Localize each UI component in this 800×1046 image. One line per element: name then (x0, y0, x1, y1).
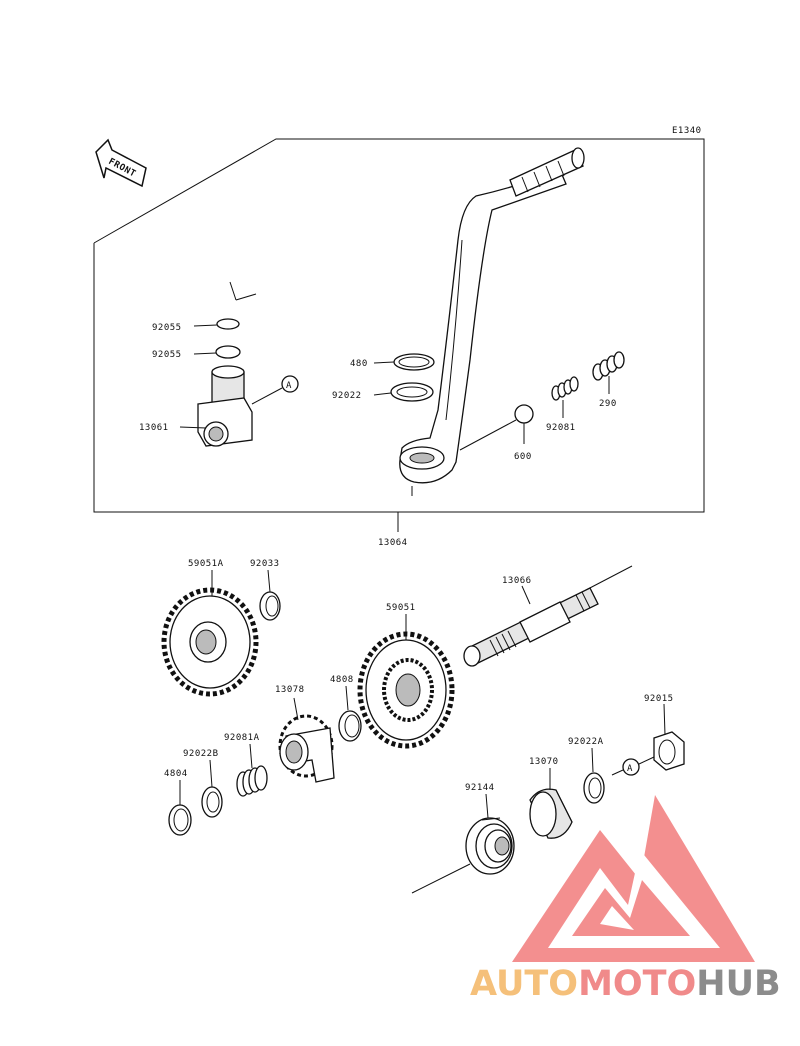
spring-92081a (236, 765, 268, 797)
label-13070: 13070 (529, 757, 559, 767)
pin-290 (592, 351, 625, 381)
kick-shaft-holder (197, 281, 283, 447)
nut-92015 (653, 731, 685, 771)
washer-92022a (583, 772, 605, 804)
label-59051: 59051 (386, 603, 416, 613)
label-13064: 13064 (378, 538, 408, 548)
leader-lines (179, 324, 666, 819)
label-4804: 4804 (164, 769, 188, 779)
watermark-part-hub: HUB (696, 964, 780, 1004)
spring-92081 (551, 376, 579, 401)
label-13078: 13078 (275, 685, 305, 695)
watermark-part-auto: AUTO (470, 964, 578, 1004)
label-600: 600 (514, 452, 532, 462)
label-13066: 13066 (502, 576, 532, 586)
callout-a-upper: A (281, 375, 299, 393)
assembly-frame (93, 138, 705, 513)
label-92081a: 92081A (224, 733, 260, 743)
label-92055-upper: 92055 (152, 323, 182, 333)
ring-4808 (338, 710, 362, 742)
label-290: 290 (599, 399, 617, 409)
callout-a-lower: A (611, 756, 655, 776)
watermark-logo-icon (512, 795, 755, 962)
label-480: 480 (350, 359, 368, 369)
callout-letter-upper: A (286, 381, 292, 391)
guide-13070 (529, 788, 573, 839)
watermark-text: AUTOMOTOHUB (470, 964, 781, 1004)
label-92055-lower: 92055 (152, 350, 182, 360)
kick-spring-92144 (411, 817, 515, 894)
label-92033: 92033 (250, 559, 280, 569)
washer-92022 (390, 382, 434, 402)
label-92144: 92144 (465, 783, 495, 793)
label-13061: 13061 (139, 423, 169, 433)
label-92022b: 92022B (183, 749, 219, 759)
label-92081: 92081 (546, 423, 576, 433)
label-92022: 92022 (332, 391, 362, 401)
label-92022a: 92022A (568, 737, 604, 747)
label-92015: 92015 (644, 694, 674, 704)
label-59051a: 59051A (188, 559, 224, 569)
watermark-part-moto: MOTO (578, 964, 696, 1004)
label-4808: 4808 (330, 675, 354, 685)
diagram-id: E1340 (672, 126, 702, 136)
gear-59051a (161, 587, 259, 697)
kick-shaft-13066 (463, 565, 633, 667)
kick-pedal-lever (399, 147, 585, 484)
ratchet-13078 (278, 714, 335, 783)
callout-letter-lower: A (627, 764, 633, 774)
